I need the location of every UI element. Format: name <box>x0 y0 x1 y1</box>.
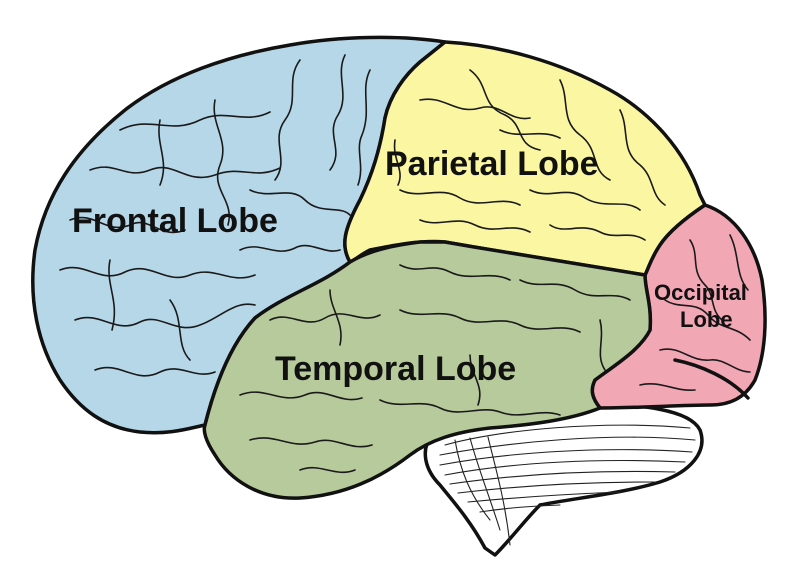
occipital-lobe-label-line1: Occipital <box>654 280 747 305</box>
frontal-lobe <box>31 35 447 435</box>
temporal-lobe <box>202 240 653 500</box>
occipital-lobe-label-line2: Lobe <box>680 307 733 332</box>
parietal-lobe <box>343 40 707 277</box>
frontal-lobe-label: Frontal Lobe <box>72 202 278 240</box>
temporal-lobe-region <box>202 240 653 500</box>
temporal-lobe-label: Temporal Lobe <box>275 350 516 388</box>
cerebellum <box>423 402 704 557</box>
parietal-lobe-label: Parietal Lobe <box>385 145 599 183</box>
